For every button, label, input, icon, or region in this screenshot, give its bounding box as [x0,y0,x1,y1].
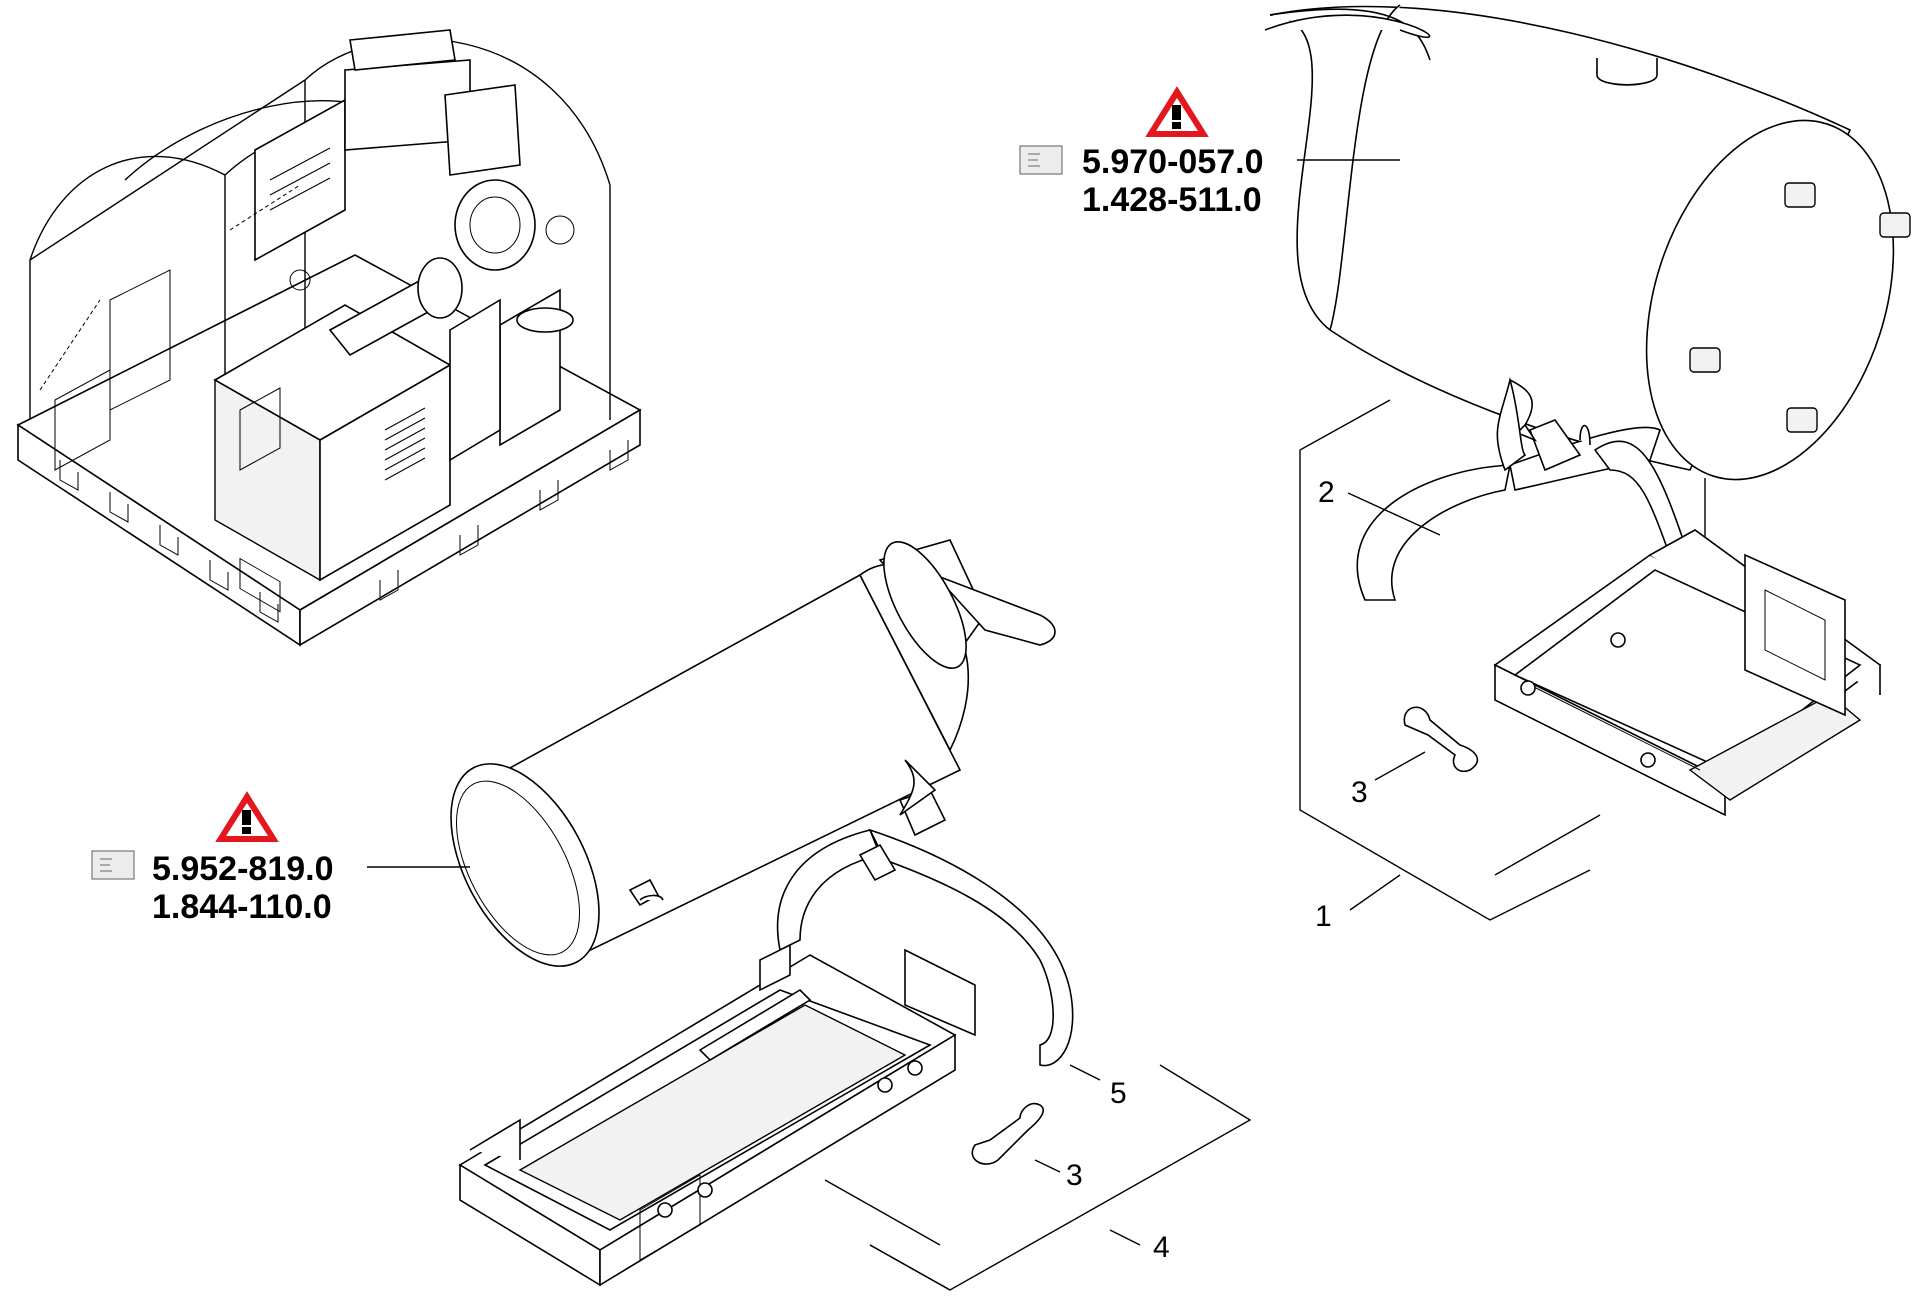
callout-item-3: 3 [1351,776,1368,809]
muffler-illustration [450,539,1056,967]
document-icon [91,850,135,880]
callout-item-2: 2 [1318,476,1335,509]
left-mounting-set-illustration [458,759,1252,1291]
right-mounting-set-illustration [1299,376,1882,921]
top-reference-block: 5.970-057.0 1.428-511.0 [1019,86,1264,219]
callout-item-5: 5 [1110,1077,1127,1110]
left-reference-block: 5.952-819.0 1.844-110.0 [91,791,334,926]
warning-triangle-icon [215,791,279,842]
warning-triangle-icon [1145,86,1209,137]
callout-labels: 1 2 3 5 3 4 [1066,476,1368,1264]
part-number-secondary: 1.844-110.0 [152,888,332,926]
callout-item-3: 3 [1066,1159,1083,1192]
fuel-tank-illustration [1264,4,1911,720]
callout-item-1: 1 [1315,900,1332,933]
machine-overview-illustration [16,29,642,647]
leader-lines [367,159,1441,1246]
part-number-secondary: 1.428-511.0 [1082,181,1262,219]
part-number-primary: 5.970-057.0 [1082,143,1264,181]
document-icon [1019,145,1063,175]
callout-item-4: 4 [1153,1231,1170,1264]
part-number-primary: 5.952-819.0 [152,850,334,888]
